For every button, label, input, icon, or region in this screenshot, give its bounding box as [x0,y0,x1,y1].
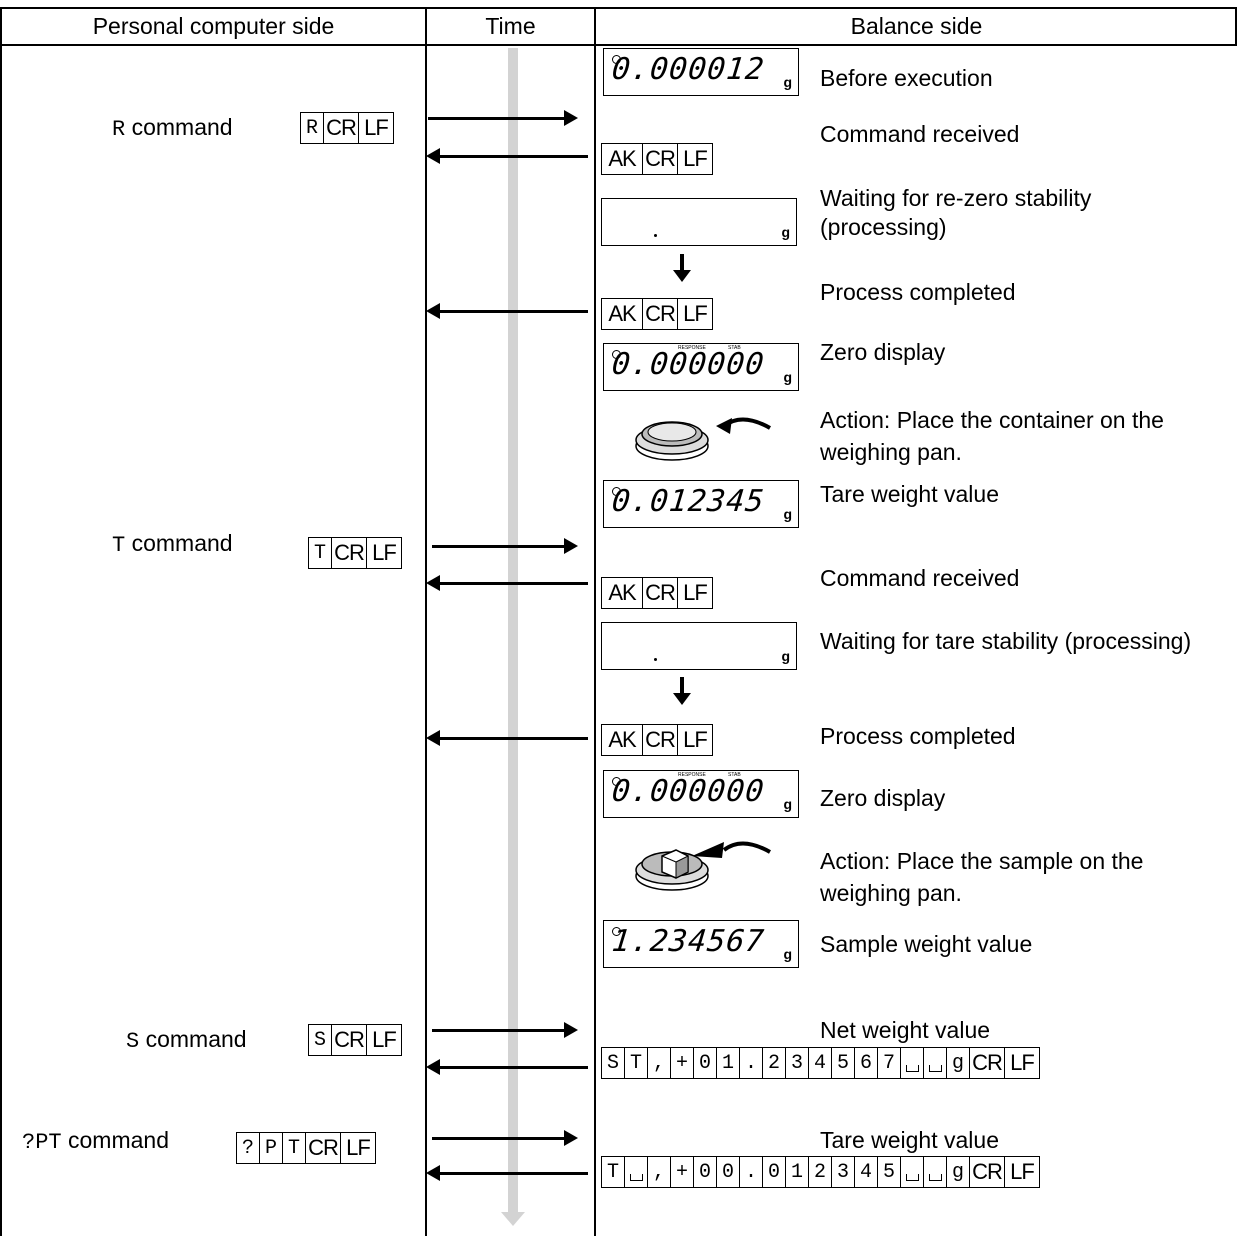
balance-display-processing: g [601,198,797,246]
send-arrow [432,1022,578,1038]
desc-process-completed: Process completed [820,279,1016,305]
table-top-border [0,7,1237,9]
desc-wait-rezero: Waiting for re-zero stability (processin… [820,185,1092,240]
r-command-label: R command [112,114,233,142]
time-line [508,48,518,1220]
desc-sample-value: Sample weight value [820,931,1033,957]
balance-display-before: 0.000012 g [603,48,799,96]
balance-display-zero: RESPONSE STAB 0.000000 g [603,343,799,391]
s-command-bytes: S CR LF [308,1024,402,1056]
desc-process-completed: Process completed [820,723,1016,749]
left-border [0,7,2,1236]
lf-cell: LF [359,113,394,143]
balance-display-processing: g [601,622,797,670]
r-command-bytes: R CR LF [300,112,394,144]
desc-net-value: Net weight value [820,1017,991,1043]
desc-tare-value: Tare weight value [820,481,999,507]
stable-indicator [612,55,621,64]
down-arrow-icon [673,677,691,705]
balance-display-sample: 1.234567 g [603,920,799,968]
response-arrow [426,730,588,746]
desc-zero-display: Zero display [820,785,946,811]
weighing-pan-container-icon [635,417,771,461]
desc-wait-tare: Waiting for tare stability (processing) [820,628,1192,654]
response-arrow [426,1165,588,1181]
right-border [1235,7,1237,44]
space-mark [905,1064,919,1072]
header-balance-side: Balance side [850,13,983,39]
header-pc-side: Personal computer side [92,13,335,39]
header-time: Time [485,13,536,39]
response-arrow [426,303,588,319]
send-arrow [432,538,578,554]
ak-response: AK CR LF [601,298,713,330]
down-arrow-icon [673,254,691,282]
space-mark [928,1064,942,1072]
column-divider-1 [425,7,427,1236]
balance-display-zero: RESPONSE STAB 0.000000 g [603,770,799,818]
header-divider [0,44,1237,46]
key-cell: R [301,113,324,143]
desc-place-container: Action: Place the container on the weigh… [820,407,1164,465]
desc-zero-display: Zero display [820,339,946,365]
column-divider-2 [594,7,596,1236]
desc-place-sample: Action: Place the sample on the weighing… [820,848,1144,906]
response-arrow [426,1059,588,1075]
space-mark [629,1173,643,1181]
pt-command-bytes: ? P T CR LF [236,1132,376,1164]
cr-cell: CR [324,113,359,143]
weighing-pan-sample-icon [635,841,771,891]
response-arrow [426,575,588,591]
ak-response: AK CR LF [601,724,713,756]
space-mark [928,1173,942,1181]
space-mark [905,1173,919,1181]
send-arrow [428,110,578,126]
desc-cmd-received: Command received [820,565,1020,591]
s-command-label: S command [126,1026,247,1054]
send-arrow [432,1130,578,1146]
ak-response: AK CR LF [601,577,713,609]
time-arrow-head [501,1212,525,1226]
net-weight-response: S T , + 0 1 . 2 3 4 5 6 7 g CR LF [601,1047,1040,1079]
t-command-bytes: T CR LF [308,537,402,569]
response-arrow [426,148,588,164]
desc-tare-value: Tare weight value [820,1127,999,1153]
balance-display-tare: 0.012345 g [603,480,799,528]
ak-response: AK CR LF [601,143,713,175]
desc-before: Before execution [820,65,993,91]
pt-command-label: ?PT command [22,1127,169,1155]
desc-cmd-received: Command received [820,121,1020,147]
tare-weight-response: T , + 0 0 . 0 1 2 3 4 5 g CR LF [601,1156,1040,1188]
t-command-label: T command [112,530,233,558]
